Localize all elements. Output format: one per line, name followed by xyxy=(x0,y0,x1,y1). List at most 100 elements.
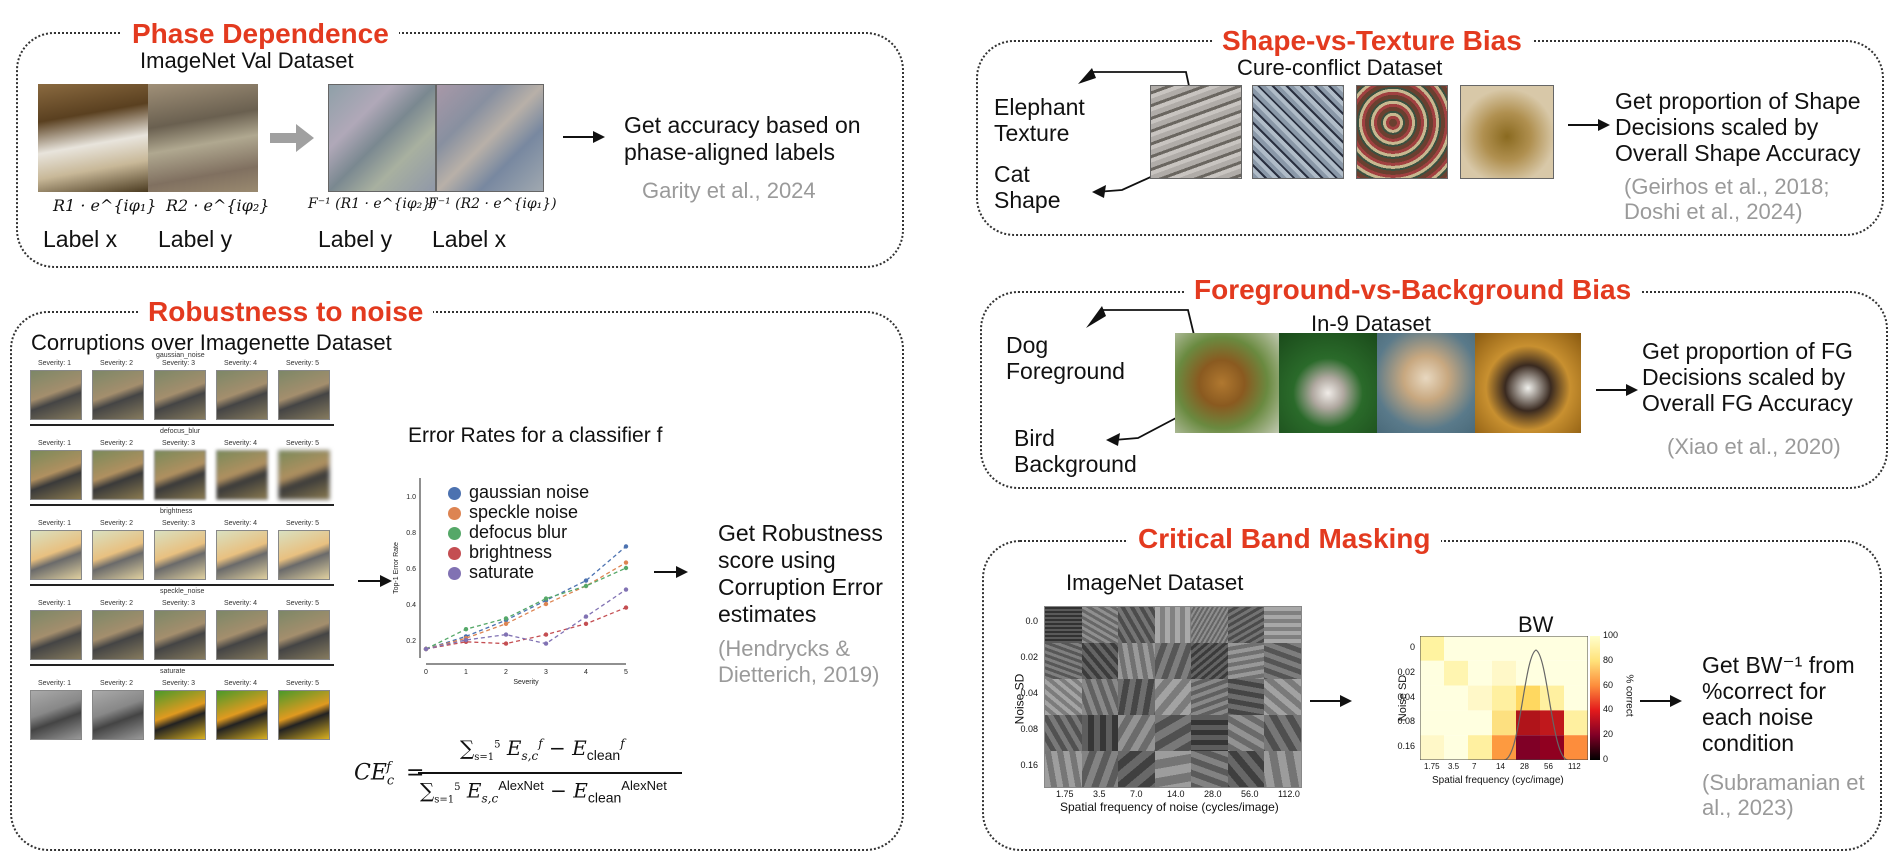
robust-desc-2: score using xyxy=(718,547,836,573)
severity-label: Severity: 4 xyxy=(224,600,258,607)
x-tick-label: 5 xyxy=(624,669,628,676)
corruption-row-label: brightness xyxy=(160,508,193,515)
corruption-thumbnail xyxy=(30,530,82,580)
right-x-tick: 56 xyxy=(1544,762,1553,771)
severity-label: Severity: 2 xyxy=(100,680,134,687)
heatmap-cell xyxy=(1564,685,1588,711)
right-x-tick: 3.5 xyxy=(1448,762,1460,771)
fg-citation: (Xiao et al., 2020) xyxy=(1667,434,1841,459)
heatmap-cell xyxy=(1540,660,1564,686)
heatmap-cell xyxy=(1540,735,1564,760)
corruption-thumbnail xyxy=(154,530,206,580)
texture-image-4 xyxy=(1460,85,1554,179)
formula-r2: R2 · e^{iφ₂} xyxy=(166,196,270,215)
noise-tile xyxy=(1227,751,1265,787)
corruption-thumbnail xyxy=(92,450,144,500)
phase-desc-1: Get accuracy based on xyxy=(624,112,861,138)
corruption-thumbnail xyxy=(154,370,206,420)
data-point xyxy=(503,632,509,637)
heatmap-cell xyxy=(1468,660,1492,686)
noise-tile xyxy=(1191,679,1228,715)
severity-label: Severity: 5 xyxy=(286,680,320,687)
colorbar-tick: 100 xyxy=(1603,630,1619,640)
left-y-tick: 0.08 xyxy=(1020,724,1038,734)
noise-tile xyxy=(1264,751,1301,787)
series-line-speckle-noise xyxy=(425,562,627,650)
severity-label: Severity: 5 xyxy=(286,600,320,607)
fg-desc-2: Decisions scaled by xyxy=(1642,364,1846,390)
texture-image-3 xyxy=(1356,85,1448,179)
noise-tile xyxy=(1118,607,1155,643)
legend-saturate: saturate xyxy=(448,562,534,583)
heatmap-cell xyxy=(1516,685,1540,711)
right-x-tick: 1.75 xyxy=(1424,762,1440,771)
severity-label: Severity: 1 xyxy=(38,600,72,607)
robustness-panel xyxy=(10,311,904,851)
noise-tile xyxy=(1191,715,1228,751)
severity-label: Severity: 1 xyxy=(38,520,72,527)
label-x-2: Label x xyxy=(432,226,507,252)
heatmap-cell xyxy=(1444,685,1468,711)
noise-tile xyxy=(1154,679,1192,715)
fg-image-4 xyxy=(1475,333,1581,433)
right-y-tick: 0 xyxy=(1409,642,1415,652)
y-axis-label: Top-1 Error Rate xyxy=(393,542,400,594)
severity-label: Severity: 3 xyxy=(162,440,196,447)
noise-tile xyxy=(1118,643,1155,679)
y-tick-label: 0.8 xyxy=(406,530,416,537)
heatmap-cell xyxy=(1540,685,1564,711)
texture-image-1 xyxy=(1150,85,1242,179)
corruption-thumbnail xyxy=(92,370,144,420)
heatmap-cell xyxy=(1540,636,1564,661)
heatmap-cell xyxy=(1516,636,1540,661)
fg-label-background: Background xyxy=(1014,451,1137,477)
heatmap-cell xyxy=(1444,636,1468,661)
left-x-tick: 112.0 xyxy=(1278,789,1300,799)
corruption-row-label: defocus_blur xyxy=(160,428,201,435)
bw-label: BW xyxy=(1518,612,1554,637)
colorbar xyxy=(1590,636,1600,760)
data-point xyxy=(463,637,469,643)
gaussian-fit-curve xyxy=(1503,649,1569,760)
data-point xyxy=(423,646,429,652)
heatmap-cell xyxy=(1516,735,1540,760)
shape-texture-title: Shape-vs-Texture Bias xyxy=(1212,25,1532,57)
colorbar-tick: 60 xyxy=(1603,679,1614,690)
ce-formula: CEcf = ∑s=15 Es,cf − Ecleanf ∑s=15 Es,cA… xyxy=(354,736,684,820)
x-tick-label: 1 xyxy=(464,669,468,676)
gray-arrow-icon xyxy=(270,124,314,152)
phase-swapped-image-2 xyxy=(436,84,544,192)
data-point xyxy=(583,621,589,626)
chart-title: Error Rates for a classifier f xyxy=(408,424,663,447)
noise-tile xyxy=(1154,643,1192,679)
corruption-thumbnail xyxy=(216,610,268,660)
right-y-tick: 0.08 xyxy=(1397,716,1415,727)
severity-label: Severity: 3 xyxy=(162,600,196,607)
data-point xyxy=(583,578,589,583)
severity-label: Severity: 5 xyxy=(286,360,320,367)
right-x-tick: 28 xyxy=(1520,762,1529,771)
noise-tile xyxy=(1081,643,1119,679)
colorbar-tick: 40 xyxy=(1603,704,1614,715)
heatmap-cell xyxy=(1444,660,1468,686)
data-point xyxy=(543,601,549,607)
shape-label-elephant: Elephant xyxy=(994,94,1085,120)
corruption-thumbnail xyxy=(30,690,82,740)
heatmap-cell xyxy=(1564,660,1588,686)
noise-tile xyxy=(1227,607,1265,643)
noise-tile xyxy=(1264,643,1301,679)
left-x-tick: 28.0 xyxy=(1204,789,1222,799)
corruption-thumbnail xyxy=(154,610,206,660)
noise-tile xyxy=(1045,679,1082,715)
row-separator xyxy=(30,504,334,506)
arrow-right-icon xyxy=(358,575,392,587)
corruption-thumbnail xyxy=(30,610,82,660)
noise-tile xyxy=(1045,751,1082,787)
label-x-1: Label x xyxy=(43,226,118,252)
noise-tile xyxy=(1264,715,1301,751)
heatmap-cell xyxy=(1564,735,1588,760)
texture-image-2 xyxy=(1252,85,1344,179)
